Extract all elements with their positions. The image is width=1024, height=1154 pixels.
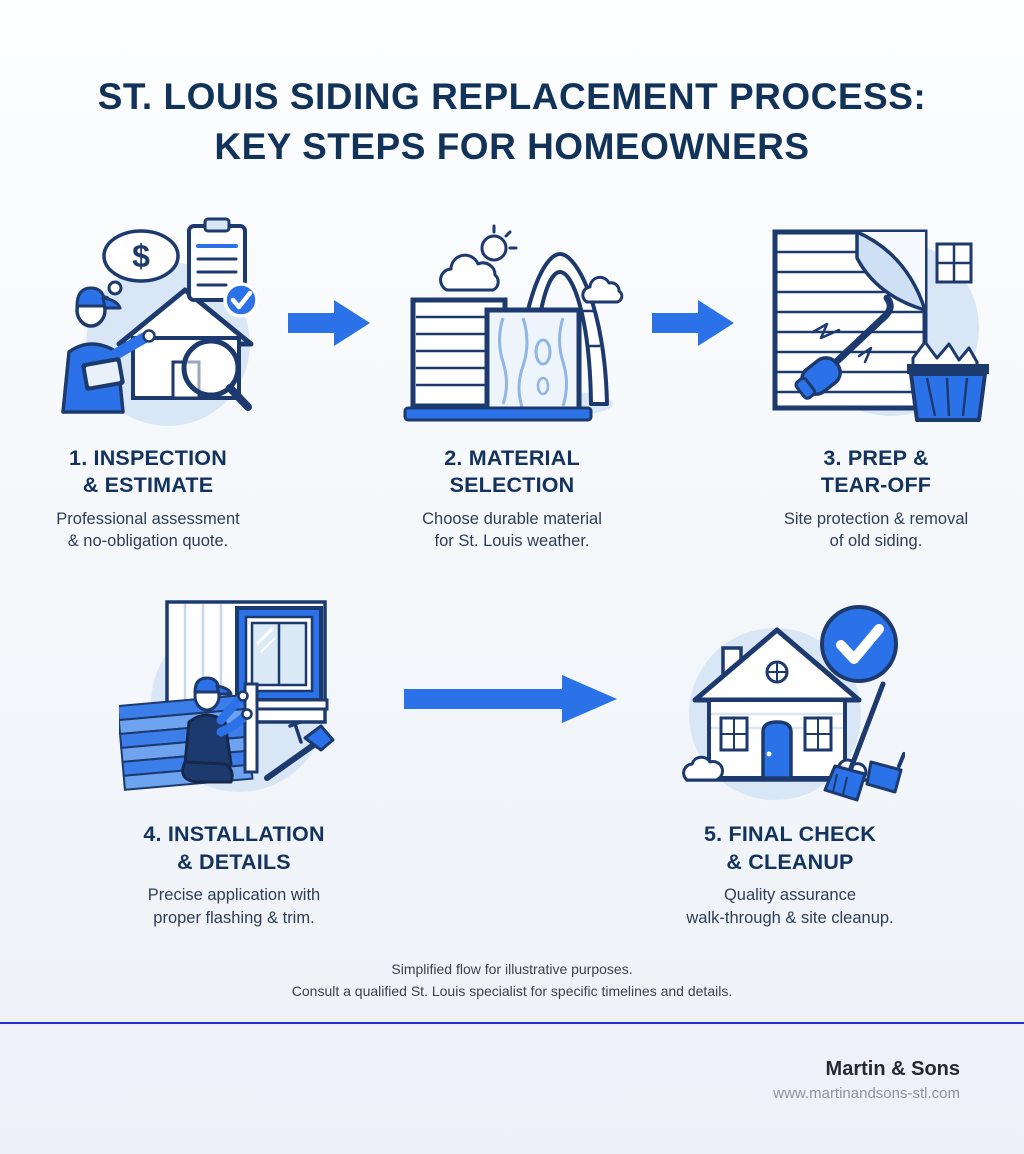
peeled-corner-icon [855,230,927,312]
company-name: Martin & Sons [825,1058,960,1081]
broom-icon [823,681,886,802]
process-row-1: $ [0,216,1024,553]
panel-base-bar [403,406,593,422]
clipboard-checklist-icon [187,217,259,318]
installation-details-icon [119,592,349,807]
revealed-window-icon [935,242,973,284]
prep-tear-off-icon [761,216,991,431]
svg-text:$: $ [132,238,150,274]
corner-trim [243,682,259,774]
step-title: 3. PREP & TEAR-OFF [820,445,932,498]
step-1-inspection-estimate: $ [8,216,288,553]
disclaimer-text: Simplified flow for illustrative purpose… [291,961,733,999]
final-check-cleanup-icon [675,592,905,807]
work-glove-icon [794,356,842,400]
checkmark-badge-icon [820,605,898,684]
material-selection-icon [397,216,627,431]
page-title: ST. LOUIS SIDING REPLACEMENT PROCESS: KE… [97,76,927,167]
sun-icon [480,224,518,262]
inspection-estimate-icon: $ [33,216,263,431]
step-5-final-check-cleanup: 5. FINAL CHECK & CLEANUP Quality assuran… [620,592,960,929]
step-title: 4. INSTALLATION & DETAILS [143,822,325,874]
step-4-installation-details: 4. INSTALLATION & DETAILS Precise applic… [64,592,404,929]
step-description: Quality assurance walk-through & site cl… [686,886,894,927]
step-2-material-selection: 2. MATERIAL SELECTION Choose durable mat… [372,216,652,553]
company-website: www.martinandsons-stl.com [773,1085,960,1103]
step-description: Site protection & removal of old siding. [783,509,969,551]
cloud-icon [439,253,624,304]
step-title: 1. INSPECTION & ESTIMATE [69,445,227,498]
window-icon [229,606,329,711]
step-description: Professional assessment & no-obligation … [56,509,240,551]
arrow-right-icon [288,297,372,349]
step-title: 2. MATERIAL SELECTION [444,445,580,498]
step-description: Precise application with proper flashing… [147,886,321,927]
finished-house-icon [692,627,862,781]
step-description: Choose durable material for St. Louis we… [422,509,602,551]
footer-divider [0,1022,1024,1025]
footer: Martin & Sons www.martinandsons-stl.com [0,1058,1024,1102]
arrow-right-icon [404,671,620,727]
dumpster-icon [907,363,989,422]
step-title: 5. FINAL CHECK & CLEANUP [703,822,877,874]
woodgrain-sample-panel-icon [484,307,582,415]
process-row-2: 4. INSTALLATION & DETAILS Precise applic… [0,592,1024,929]
dustpan-icon [865,752,905,794]
arrow-right-icon [652,297,736,349]
installer-worker-icon [181,676,253,784]
magnifier-icon [181,338,252,411]
step-3-prep-tear-off: 3. PREP & TEAR-OFF Site protection & rem… [736,216,1016,553]
inspector-worker-icon [61,286,156,414]
nail-icon [288,720,303,745]
hammer-icon [264,724,335,782]
